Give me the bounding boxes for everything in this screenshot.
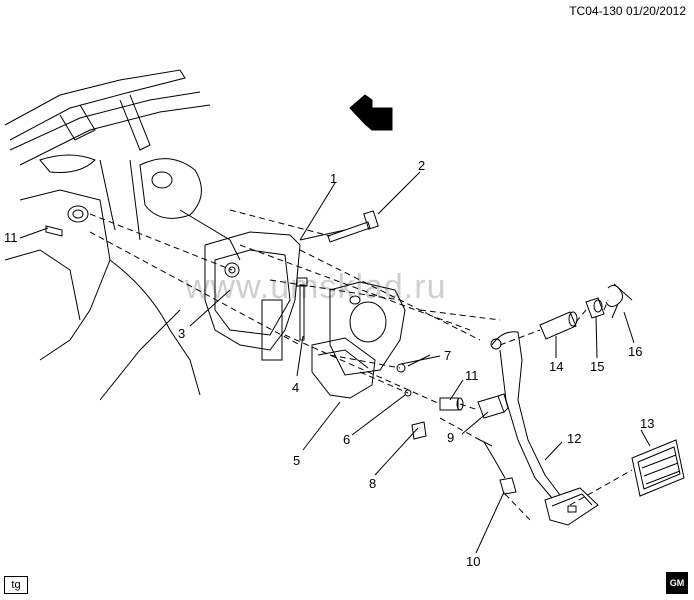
reference-date: 01/20/2012	[625, 4, 686, 18]
callout-14: 14	[549, 359, 563, 374]
part-9-switch	[477, 393, 509, 419]
part-8-clip	[411, 421, 427, 440]
front-arrow-icon	[349, 94, 393, 131]
callout-6: 6	[343, 432, 350, 447]
callout-16: 16	[628, 344, 642, 359]
tag-box: tg	[4, 576, 28, 594]
part-7-pin	[396, 355, 441, 373]
callout-11-lower: 11	[465, 368, 479, 383]
part-4-stud	[296, 277, 308, 341]
callout-12: 12	[567, 431, 581, 446]
diagram-reference: TC04-130 01/20/2012	[569, 4, 686, 18]
part-1-pedal-bracket	[204, 229, 346, 361]
part-12-brake-pedal	[490, 331, 599, 526]
part-15-nut	[585, 297, 605, 319]
callout-2: 2	[418, 158, 425, 173]
callout-3: 3	[178, 326, 185, 341]
callout-13: 13	[640, 416, 654, 431]
part-11-bushing	[45, 205, 89, 237]
part-14-bushing	[539, 311, 578, 340]
callout-11-upper: 11	[4, 230, 18, 245]
callout-8: 8	[369, 476, 376, 491]
callout-4: 4	[292, 380, 299, 395]
alignment-lines	[89, 209, 633, 521]
part-13-pedal-pad	[631, 439, 685, 497]
part-16-spring	[605, 283, 633, 319]
leader-lines	[19, 171, 651, 554]
callout-15: 15	[590, 359, 604, 374]
callout-labels: 1 2 3 4 5 6 7 8 9 10 11 11 12 13 14 15 1…	[4, 158, 654, 569]
part-11-nut	[439, 397, 464, 411]
part-10-sensor	[479, 439, 517, 495]
callout-1: 1	[330, 171, 337, 186]
callout-7: 7	[444, 348, 451, 363]
gm-logo: GM	[666, 572, 688, 594]
callout-9: 9	[447, 430, 454, 445]
dash-structure	[4, 69, 241, 401]
callout-5: 5	[293, 453, 300, 468]
reference-code: TC04-130	[569, 4, 623, 18]
part-5-reinforcement	[311, 281, 406, 399]
callout-10: 10	[466, 554, 480, 569]
part-2-bolt	[327, 210, 379, 243]
